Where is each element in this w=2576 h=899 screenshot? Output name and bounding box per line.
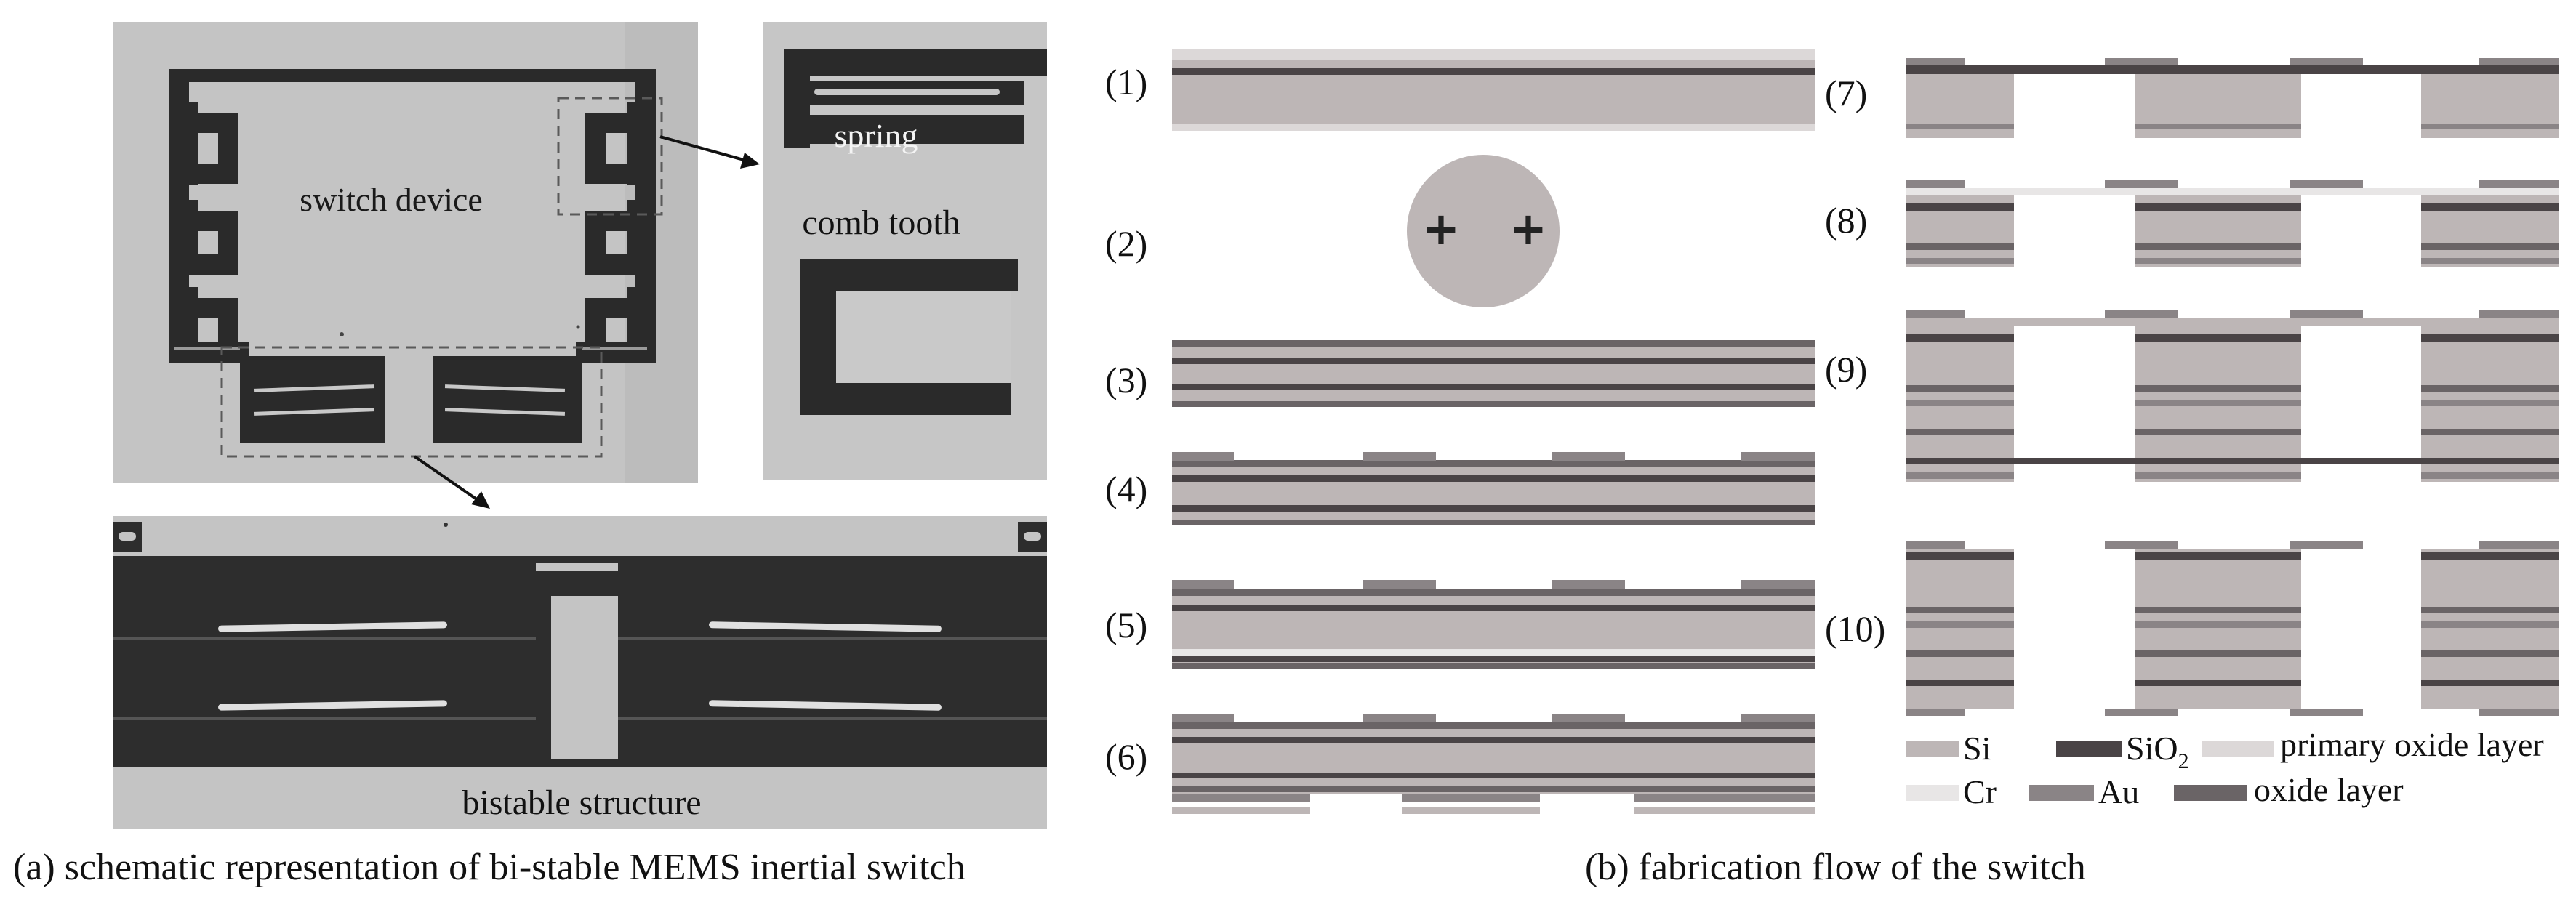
panel-a-caption: (a) schematic representation of bi-stabl…	[13, 847, 966, 888]
panel-b: (1) (2) (3) (4) (5) (6) (7) (8) (9) (10)…	[1105, 49, 2559, 888]
step-label-10: (10)	[1825, 608, 1885, 649]
legend-oxide: oxide layer	[2254, 771, 2404, 808]
legend-swatch-oxide	[2174, 785, 2247, 801]
step-label-3: (3)	[1105, 360, 1147, 400]
legend-cr: Cr	[1963, 773, 1997, 810]
step-7-stack	[1906, 58, 2559, 138]
step-label-9: (9)	[1825, 349, 1867, 390]
switch-device-micrograph: switch device	[113, 22, 698, 483]
legend-swatch-primary-oxide	[2202, 741, 2274, 757]
spring-label: spring	[835, 117, 918, 154]
step-1-wafer	[1172, 49, 1815, 131]
spring-comb-inset: spring comb tooth	[763, 22, 1047, 480]
step-10-stack	[1906, 541, 2559, 716]
legend-swatch-si	[1906, 741, 1959, 757]
legend-primary-oxide: primary oxide layer	[2280, 726, 2544, 763]
switch-device-label: switch device	[300, 181, 483, 218]
step-6-stack	[1172, 714, 1815, 814]
legend-swatch-au	[2029, 785, 2094, 801]
panel-b-caption: (b) fabrication flow of the switch	[1585, 847, 2086, 888]
material-legend: Si SiO2 primary oxide layer Cr Au oxide …	[1906, 726, 2544, 810]
legend-au: Au	[2098, 773, 2139, 810]
bistable-inset: bistable structure	[113, 516, 1047, 829]
panel-a: switch device spring comb tooth	[13, 22, 1047, 888]
step-label-2: (2)	[1105, 223, 1147, 264]
step-label-1: (1)	[1105, 62, 1147, 102]
step-5-stack	[1172, 580, 1815, 669]
arrow-head-icon	[740, 153, 760, 169]
step-label-7: (7)	[1825, 73, 1867, 113]
plus-icon: +	[1422, 202, 1460, 255]
legend-sio2: SiO2	[2126, 730, 2189, 773]
step-label-8: (8)	[1825, 200, 1867, 241]
step-4-stack	[1172, 452, 1815, 525]
step-label-6: (6)	[1105, 736, 1147, 777]
plus-icon: +	[1509, 202, 1547, 255]
step-label-4: (4)	[1105, 469, 1147, 509]
step-label-5: (5)	[1105, 605, 1147, 645]
legend-si: Si	[1963, 730, 1991, 767]
step-9-stack	[1906, 310, 2559, 482]
legend-swatch-sio2	[2056, 741, 2122, 757]
arrow-head-icon	[471, 491, 490, 509]
comb-tooth-label: comb tooth	[802, 203, 960, 242]
legend-swatch-cr	[1906, 785, 1959, 801]
bistable-structure-label: bistable structure	[462, 783, 701, 822]
zoom-arrows	[413, 135, 760, 509]
step-3-stack	[1172, 340, 1815, 407]
step-8-stack	[1906, 180, 2559, 267]
step-2-bonding: + +	[1407, 155, 1560, 307]
